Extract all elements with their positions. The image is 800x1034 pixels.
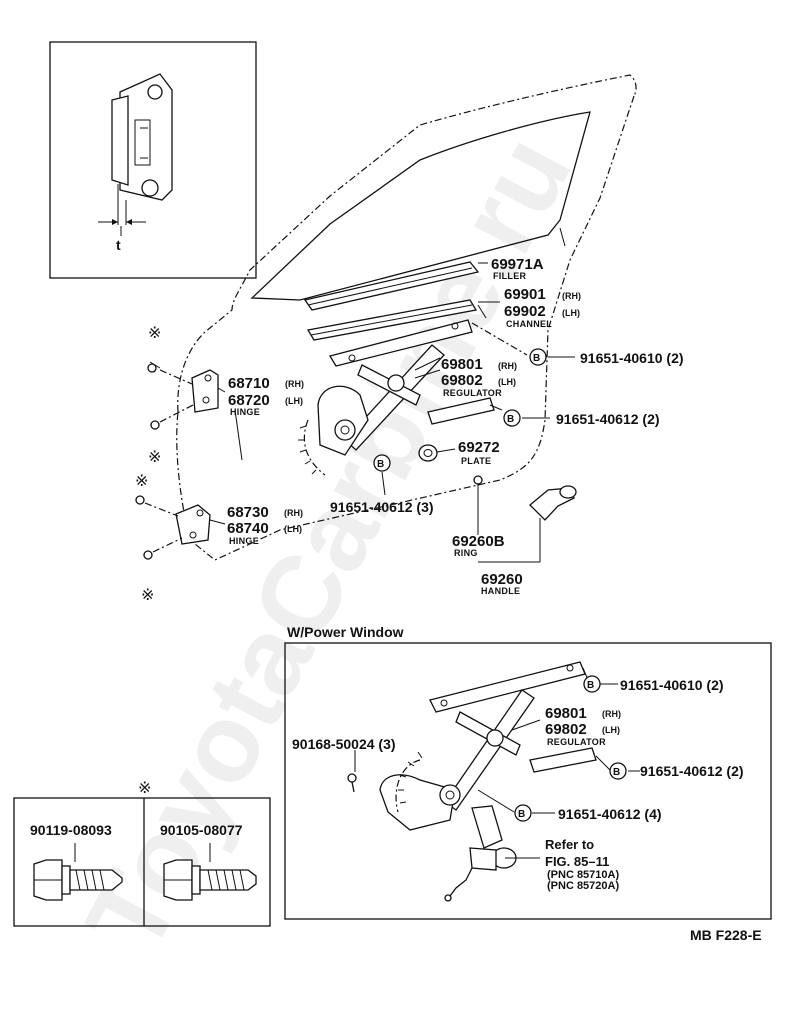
svg-text:69901: 69901 [504,286,546,303]
thickness-label: t [116,237,121,253]
svg-text:PLATE: PLATE [461,456,491,466]
bolt-marker-4: ※ [141,587,154,604]
bolt-label-91651-40610: B 91651-40610 (2) [529,348,684,366]
watermark: ToyotaCarbine.ru [63,117,595,972]
power-screw [347,773,357,793]
svg-text:(RH): (RH) [602,709,621,719]
svg-text:68730: 68730 [227,504,269,521]
bolt-marker-2: ※ [148,449,161,466]
svg-text:HINGE: HINGE [230,407,260,417]
svg-text:90168-50024 (3): 90168-50024 (3) [292,736,396,752]
leader-lines [209,262,575,563]
svg-text:RING: RING [454,548,478,558]
svg-text:B: B [507,414,514,425]
svg-text:Refer to: Refer to [545,837,594,852]
plate-part [418,444,438,462]
regulator-label: 69801 (RH) 69802 (LH) REGULATOR [441,356,517,398]
svg-text:(RH): (RH) [284,508,303,518]
pw-bolt-label-3: B 91651-40612 (4) [514,804,662,822]
svg-text:69971A: 69971A [491,256,544,273]
svg-text:69260B: 69260B [452,533,505,550]
svg-text:FIG. 85–11: FIG. 85–11 [545,854,609,869]
pw-screw-label: 90168-50024 (3) [292,736,396,752]
svg-text:69272: 69272 [458,439,500,456]
svg-text:HINGE: HINGE [229,536,259,546]
bolt-marker-1: ※ [148,325,161,342]
upper-hinge [147,361,219,430]
filler-label: 69971A FILLER [491,256,544,281]
svg-text:(RH): (RH) [562,291,581,301]
handle-label: 69260 HANDLE [481,571,523,596]
svg-text:68720: 68720 [228,392,270,409]
svg-text:(LH): (LH) [562,308,580,318]
bolt-label-91651-40612-a: B 91651-40612 (2) [503,409,660,427]
svg-text:91651-40612 (3): 91651-40612 (3) [330,499,434,515]
channel-label: 69901 (RH) 69902 (LH) CHANNEL [504,286,581,329]
power-regulator [379,661,597,902]
svg-text:B: B [518,809,525,820]
svg-text:B: B [613,767,620,778]
svg-text:B: B [587,680,594,691]
power-window-box [284,642,772,920]
lower-hinge-label: 68730 (RH) 68740 (LH) HINGE [227,504,303,546]
svg-text:69260: 69260 [481,571,523,588]
ring-label: 69260B RING [452,533,505,558]
svg-text:68740: 68740 [227,520,269,537]
svg-text:FILLER: FILLER [493,271,526,281]
filler-strip [303,261,480,311]
legend-symbol: ※ [138,780,151,797]
bolt-right-pn: 90105-08077 [160,822,243,838]
svg-text:69801: 69801 [441,356,483,373]
plate-label: 69272 PLATE [458,439,500,466]
svg-text:(RH): (RH) [498,361,517,371]
svg-text:CHANNEL: CHANNEL [506,319,552,329]
pw-refer-label: Refer to FIG. 85–11 (PNC 85710A) (PNC 85… [545,837,619,892]
door-outline [176,74,637,561]
drawing-code: MB F228-E [690,927,762,943]
bolt-right-drawing [163,843,257,901]
svg-text:69802: 69802 [441,372,483,389]
svg-text:HANDLE: HANDLE [481,586,520,596]
bolt-legend-table: 90119-08093 90105-08077 [13,797,271,927]
pw-leader-lines [354,667,640,859]
bolt-label-91651-40612-b: B 91651-40612 (3) [330,454,434,515]
upper-hinge-label: 68710 (RH) 68720 (LH) HINGE [228,375,304,417]
svg-text:B: B [377,459,384,470]
svg-text:69902: 69902 [504,303,546,320]
svg-text:69802: 69802 [545,721,587,738]
ring-part [473,475,483,485]
svg-text:REGULATOR: REGULATOR [547,737,606,747]
bolt-left-drawing [33,843,123,901]
svg-text:(PNC 85720A): (PNC 85720A) [547,880,619,892]
svg-text:91651-40610 (2): 91651-40610 (2) [580,350,684,366]
svg-text:B: B [533,353,540,364]
svg-text:(LH): (LH) [498,377,516,387]
pw-bolt-label-1: B 91651-40610 (2) [583,675,724,693]
svg-text:69801: 69801 [545,705,587,722]
svg-text:91651-40610 (2): 91651-40610 (2) [620,677,724,693]
svg-text:REGULATOR: REGULATOR [443,388,502,398]
bolt-left-pn: 90119-08093 [30,822,112,838]
svg-text:91651-40612 (2): 91651-40612 (2) [640,763,744,779]
channel-strip [306,299,478,341]
window-regulator [298,344,495,476]
svg-text:68710: 68710 [228,375,270,392]
svg-text:(RH): (RH) [285,379,304,389]
run-channel [328,319,473,367]
handle-part [529,485,577,521]
svg-text:(LH): (LH) [284,524,302,534]
bolt-marker-3: ※ [135,473,148,490]
svg-text:91651-40612 (4): 91651-40612 (4) [558,806,662,822]
hinge-detail-inset: t [49,41,257,279]
power-window-title: W/Power Window [287,624,404,640]
svg-text:(PNC 85710A): (PNC 85710A) [547,869,619,881]
svg-text:(LH): (LH) [602,725,620,735]
pw-bolt-label-2: B 91651-40612 (2) [609,762,744,780]
svg-text:(LH): (LH) [285,396,303,406]
lower-hinge [135,495,211,560]
pw-regulator-label: 69801 (RH) 69802 (LH) REGULATOR [545,705,621,747]
svg-text:91651-40612 (2): 91651-40612 (2) [556,411,660,427]
